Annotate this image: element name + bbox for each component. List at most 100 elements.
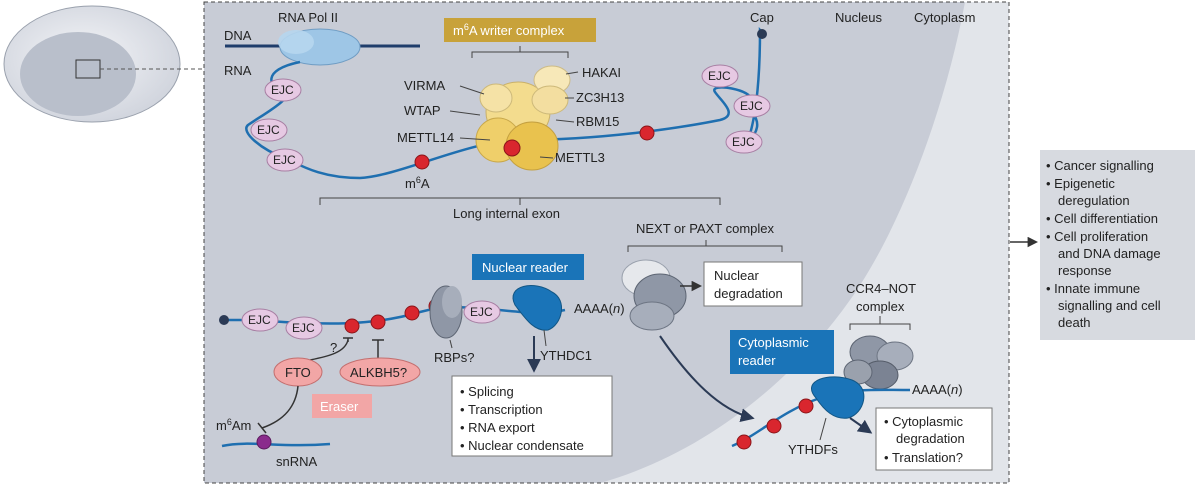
nuclear-function-item: • Splicing <box>460 384 514 399</box>
svg-text:and DNA damage: and DNA damage <box>1058 246 1161 261</box>
exon-label: Long internal exon <box>453 206 560 221</box>
rna-pol-label: RNA Pol II <box>278 10 338 25</box>
ythdfs-label: YTHDFs <box>788 442 838 457</box>
eraser-tag <box>312 394 372 418</box>
nuclear-reader-label: Nuclear reader <box>482 260 569 275</box>
nucleus-label: Nucleus <box>835 10 882 25</box>
m6a-site <box>404 305 420 321</box>
ejc-marker: EJC <box>701 64 739 88</box>
svg-text:Nuclear: Nuclear <box>714 268 759 283</box>
cytoplasm-label: Cytoplasm <box>914 10 975 25</box>
cytoplasmic-section: Cytoplasmic reader CCR4–NOT complex AAAA… <box>659 281 993 471</box>
ythdf-protein <box>811 376 865 419</box>
svg-text:reader: reader <box>738 353 776 368</box>
m6a-label: m6A <box>405 175 430 191</box>
outcomes-section: • Cancer signalling • Epigenetic deregul… <box>1010 150 1195 340</box>
writer-protein-virma: VIRMA <box>404 78 446 93</box>
ejc-marker: EJC <box>733 94 771 118</box>
outcome-item: • Innate immune <box>1046 281 1140 296</box>
next-paxt-complex <box>621 259 687 331</box>
nuclear-degradation-box <box>703 261 803 307</box>
rbps-label: RBPs? <box>434 350 474 365</box>
writer-protein-mettl3: METTL3 <box>555 150 605 165</box>
alkbh5-enzyme: ALKBH5? <box>339 357 421 387</box>
nuclear-reader-section: EJC EJC RBPs? EJC YTHDC1 AAAA(n) Nuclear… <box>219 221 803 457</box>
polya-cyto: AAAA(n) <box>912 382 963 397</box>
svg-text:EJC: EJC <box>708 69 731 83</box>
writer-protein-zc3h13: ZC3H13 <box>576 90 624 105</box>
mature-mrna <box>225 305 566 325</box>
svg-text:EJC: EJC <box>740 99 763 113</box>
cyto-function-item: degradation <box>896 431 965 446</box>
svg-text:m6A writer complex: m6A writer complex <box>453 22 565 38</box>
m6a-site <box>414 154 430 170</box>
ejc-marker: EJC <box>264 78 302 102</box>
cytoplasmic-reader-tag <box>730 330 834 374</box>
svg-text:Cytoplasmic: Cytoplasmic <box>738 335 809 350</box>
cap-icon <box>757 29 767 39</box>
ejc-marker: EJC <box>250 118 288 142</box>
svg-text:EJC: EJC <box>732 135 755 149</box>
snrna-label: snRNA <box>276 454 318 469</box>
transcription-section: RNA Pol II DNA RNA Cap EJC EJC EJC EJC E… <box>224 10 774 221</box>
outcome-item: • Cell differentiation <box>1046 211 1158 226</box>
m6am-label: m6Am <box>216 417 251 433</box>
nuclear-function-item: • Nuclear condensate <box>460 438 584 453</box>
nuclear-reader-tag <box>472 254 584 280</box>
nuclear-function-item: • Transcription <box>460 402 543 417</box>
next-paxt-label: NEXT or PAXT complex <box>636 221 774 236</box>
svg-text:signalling and cell: signalling and cell <box>1058 298 1161 313</box>
writer-complex: m6A writer complex VIRMA WTAP METTL14 HA… <box>397 18 624 171</box>
svg-text:degradation: degradation <box>714 286 783 301</box>
cap-icon <box>219 315 229 325</box>
m6am-site <box>256 434 272 450</box>
ccr4-not-label-2: complex <box>856 299 905 314</box>
outcome-item: • Cell proliferation <box>1046 229 1148 244</box>
writer-protein-rbm15: RBM15 <box>576 114 619 129</box>
svg-text:EJC: EJC <box>292 321 315 335</box>
ejc-marker: EJC <box>725 130 763 154</box>
nuclear-functions-box <box>451 375 613 457</box>
eraser-section: ? FTO ALKBH5? Eraser m6Am snRNA <box>216 337 421 469</box>
polya-nuclear: AAAA(n) <box>574 301 625 316</box>
cyto-function-item: • Translation? <box>884 450 963 465</box>
writer-protein-mettl14: METTL14 <box>397 130 454 145</box>
ejc-marker: EJC <box>241 308 279 332</box>
ccr4-not-complex <box>843 335 914 390</box>
cyto-functions-box <box>875 407 993 471</box>
ythdc1-protein <box>512 285 562 331</box>
svg-text:ALKBH5?: ALKBH5? <box>350 365 407 380</box>
svg-text:EJC: EJC <box>271 83 294 97</box>
ejc-marker: EJC <box>463 300 501 324</box>
svg-text:FTO: FTO <box>285 365 311 380</box>
m6a-site <box>344 318 360 334</box>
rbp-protein <box>429 285 463 339</box>
cyto-function-item: • Cytoplasmic <box>884 414 963 429</box>
svg-text:EJC: EJC <box>257 123 280 137</box>
svg-text:response: response <box>1058 263 1111 278</box>
fto-enzyme: FTO <box>273 357 323 387</box>
outcome-item: • Epigenetic <box>1046 176 1115 191</box>
rna-label: RNA <box>224 63 252 78</box>
svg-text:death: death <box>1058 315 1091 330</box>
ythdc1-label: YTHDC1 <box>540 348 592 363</box>
exon-bracket <box>319 197 721 205</box>
m6a-site <box>798 398 814 414</box>
m6a-site <box>639 125 655 141</box>
question-mark: ? <box>330 340 337 355</box>
m6a-site <box>766 418 782 434</box>
outcomes-box <box>1040 150 1195 340</box>
eraser-label: Eraser <box>320 399 359 414</box>
dna-label: DNA <box>224 28 252 43</box>
ccr4-not-label: CCR4–NOT <box>846 281 916 296</box>
m6a-site <box>370 314 386 330</box>
outcome-item: • Cancer signalling <box>1046 158 1154 173</box>
writer-protein-hakai: HAKAI <box>582 65 621 80</box>
nuclear-function-item: • RNA export <box>460 420 535 435</box>
svg-text:EJC: EJC <box>273 153 296 167</box>
cap-label: Cap <box>750 10 774 25</box>
m6a-site <box>736 434 752 450</box>
svg-text:EJC: EJC <box>248 313 271 327</box>
svg-text:deregulation: deregulation <box>1058 193 1130 208</box>
